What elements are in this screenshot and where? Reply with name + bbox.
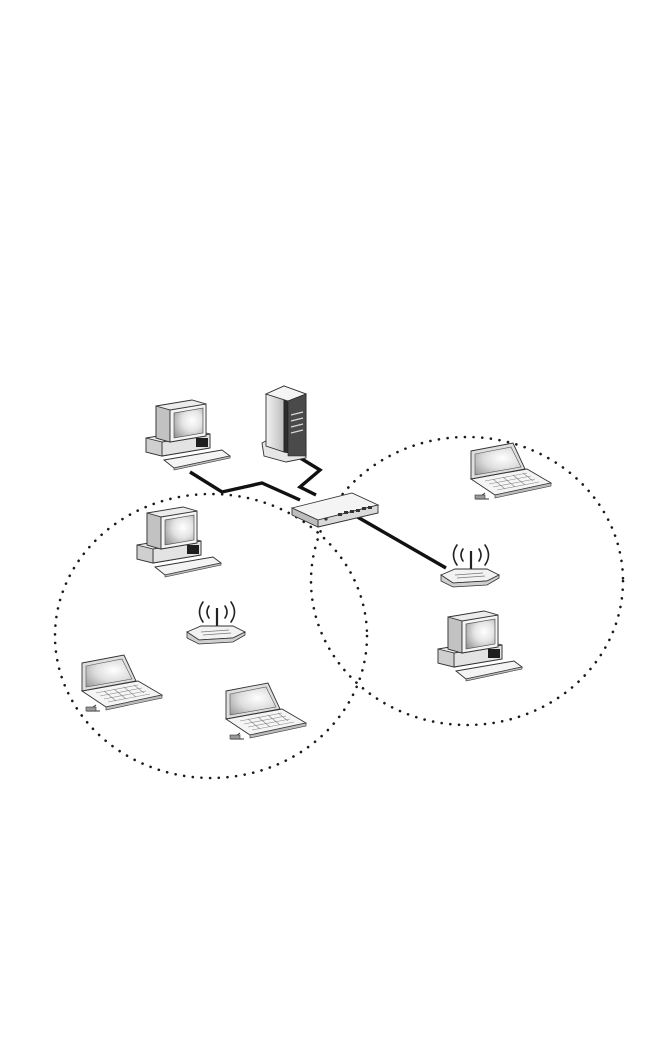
wireless-access-point-icon (441, 545, 499, 587)
laptop-icon (471, 443, 551, 499)
laptop-icon (82, 655, 162, 711)
desktop-computer-icon (137, 507, 221, 577)
laptop-icon (226, 683, 306, 739)
desktop-computer-icon (146, 400, 230, 470)
cable-switch-to-access-point (354, 515, 446, 568)
server-tower-icon (262, 386, 306, 462)
wireless-access-point-icon (187, 602, 245, 644)
desktop-computer-icon (438, 611, 522, 681)
cable-desktop-to-switch (190, 472, 300, 500)
